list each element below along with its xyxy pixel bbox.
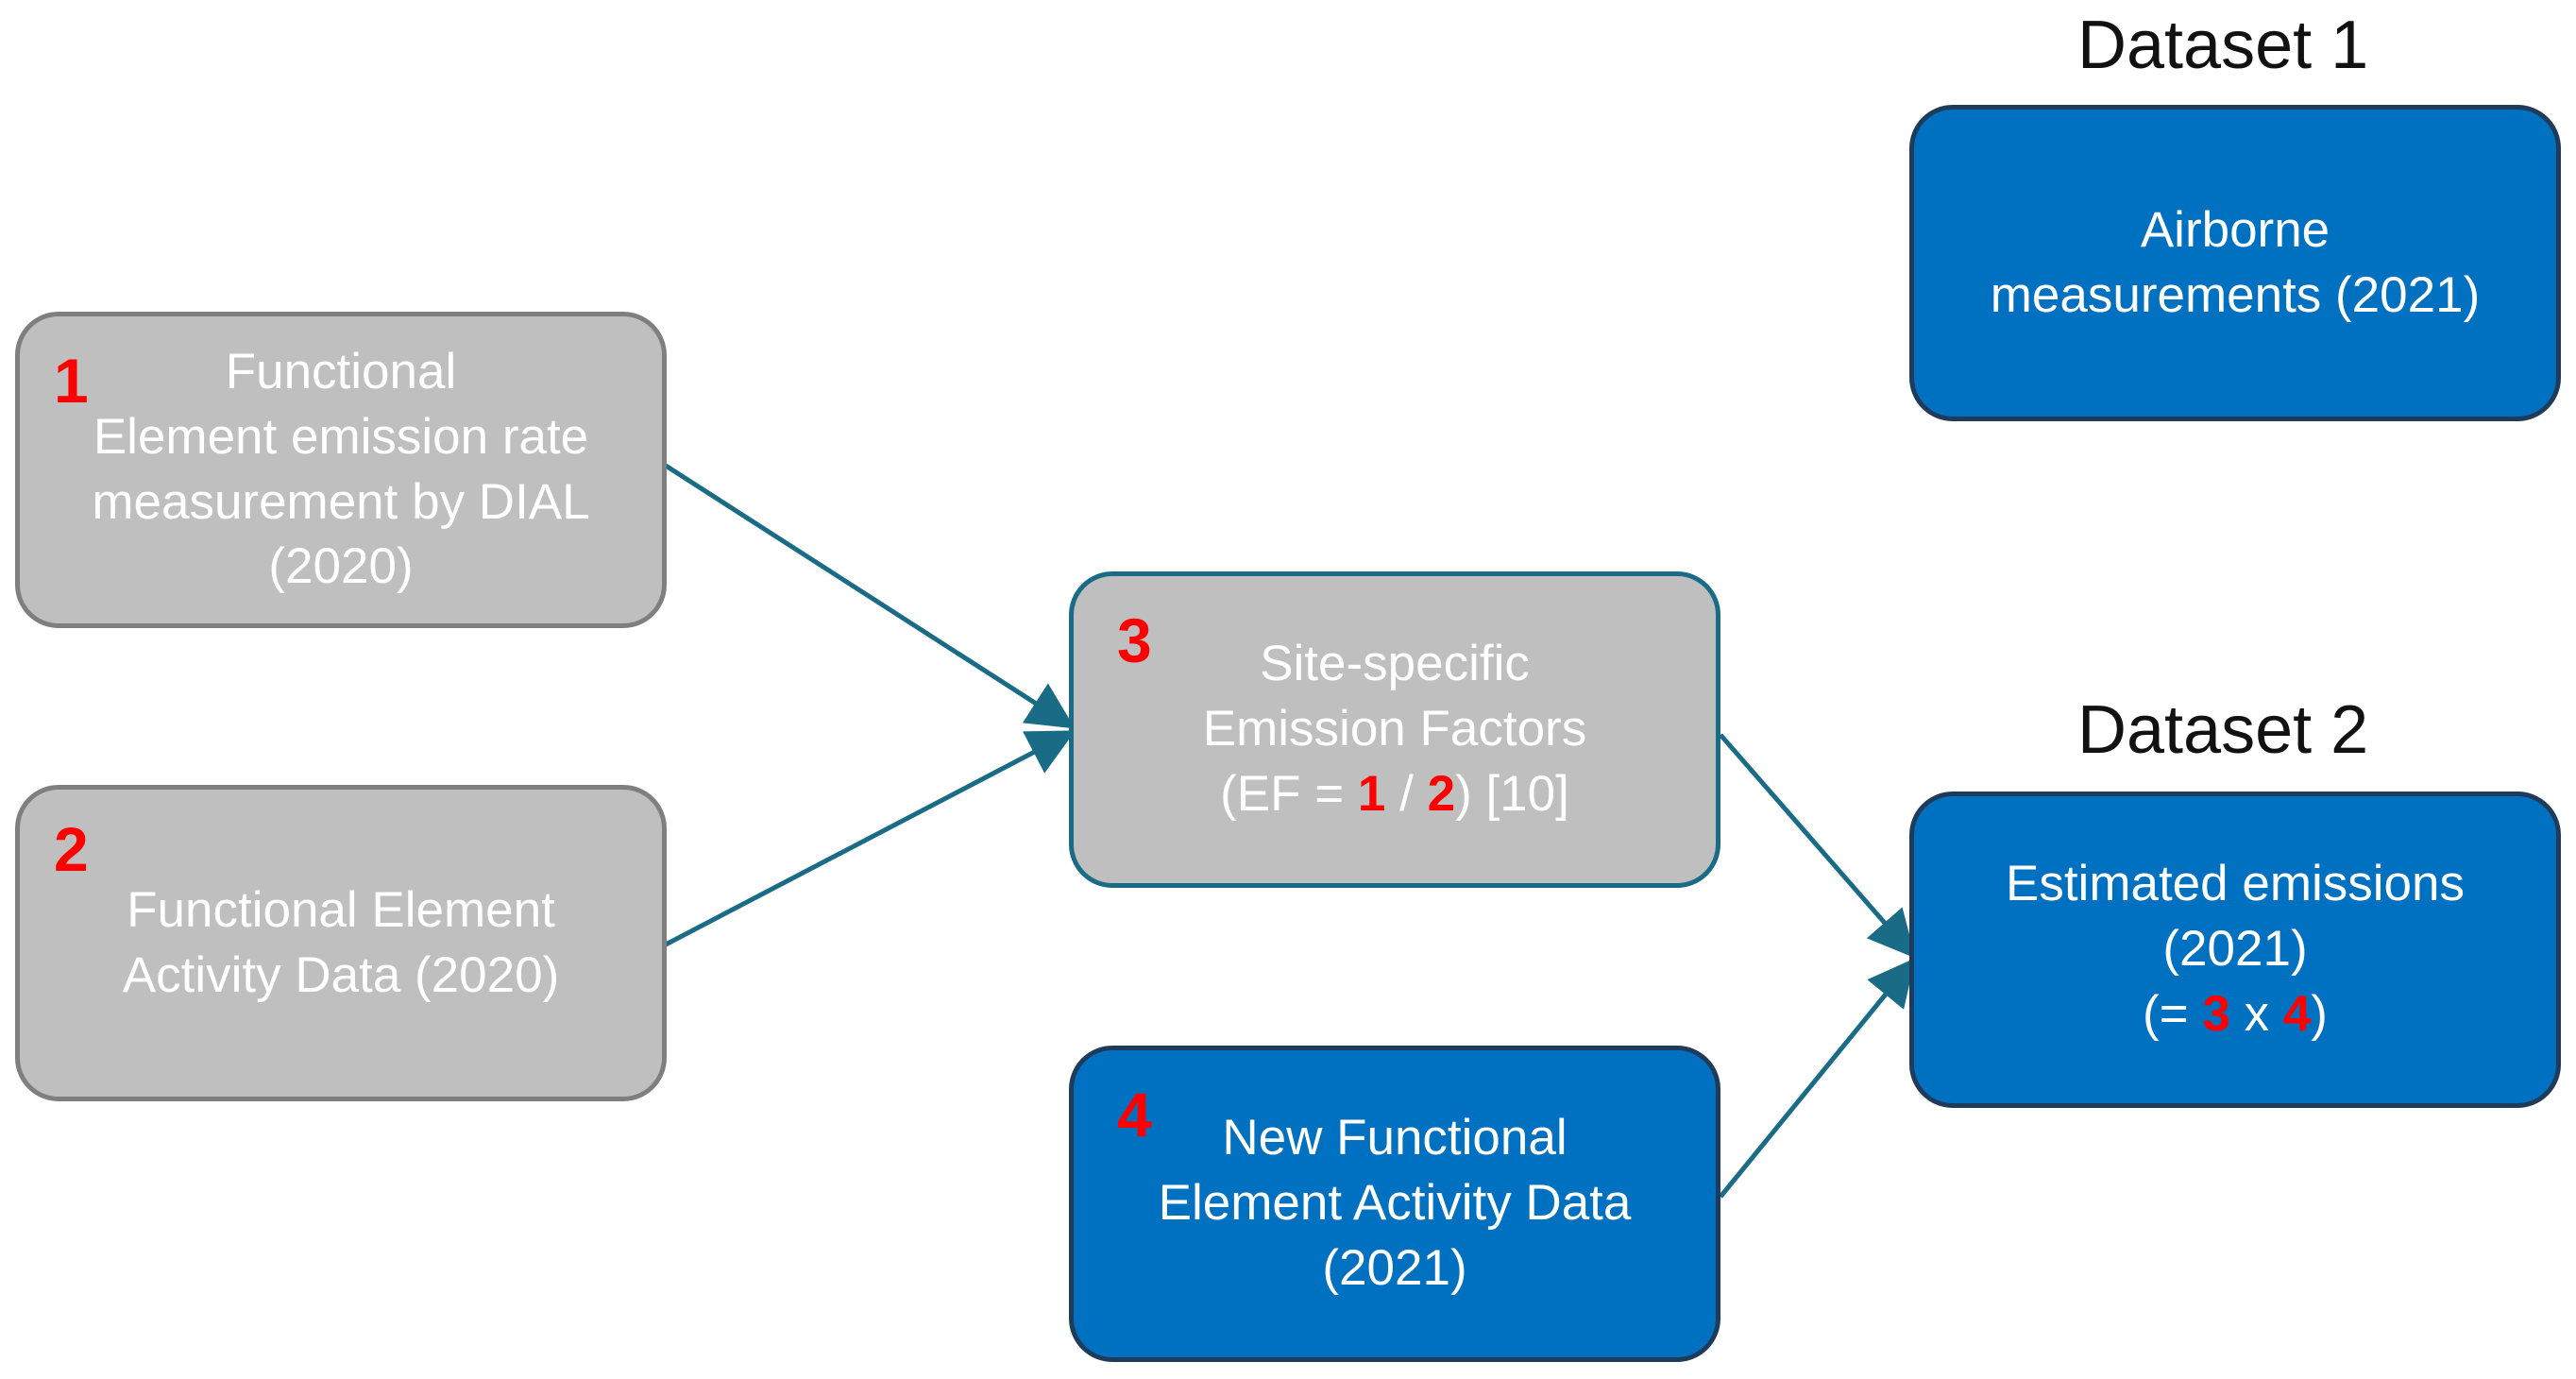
box-4-number: 4 <box>1117 1080 1152 1149</box>
box-2-line-1: Functional Element <box>127 881 555 938</box>
box-2-activity-data-2020: 2 Functional Element Activity Data (2020… <box>15 785 667 1101</box>
box-2-line-2: Activity Data (2020) <box>122 946 560 1003</box>
box-4-new-activity-data: 4 New Functional Element Activity Data (… <box>1069 1046 1720 1362</box>
arrow-1-to-3 <box>664 463 1076 729</box>
airborne-line-1: Airborne <box>2140 201 2330 258</box>
box-1-line-1: Functional <box>225 343 457 400</box>
box-3-formula: (EF = 1 / 2) [10] <box>1220 762 1569 827</box>
box-3-formula-suffix: ) [10] <box>1455 765 1569 822</box>
arrow-3-to-estimated <box>1719 733 1916 959</box>
box-3-line-2: Emission Factors <box>1202 701 1587 758</box>
box-1-line-2: Element emission rate <box>93 408 589 465</box>
dataset-1-heading: Dataset 1 <box>2077 8 2369 83</box>
estimated-line-1: Estimated emissions <box>2005 856 2465 912</box>
estimated-formula-suffix: ) <box>2311 985 2328 1042</box>
box-4-line-3: (2021) <box>1322 1239 1467 1296</box>
estimated-line-2: (2021) <box>2162 921 2308 978</box>
box-2-number: 2 <box>54 814 89 884</box>
estimated-formula-ref-3: 3 <box>2202 985 2230 1042</box>
box-3-line-1: Site-specific <box>1260 636 1530 692</box>
dataset-2-heading: Dataset 2 <box>2077 692 2369 768</box>
box-estimated-emissions: Estimated emissions (2021) (= 3 x 4) <box>1909 792 2561 1108</box>
estimated-formula-ref-4: 4 <box>2282 985 2312 1042</box>
box-airborne-measurements: Airborne measurements (2021) <box>1909 105 2561 421</box>
box-1-dial-measurement: 1 Functional Element emission rate measu… <box>15 312 667 628</box>
box-3-formula-ref-2: 2 <box>1427 765 1456 822</box>
arrow-4-to-estimated <box>1719 958 1916 1199</box>
box-3-number: 3 <box>1117 605 1152 675</box>
airborne-line-2: measurements (2021) <box>1990 266 2481 323</box>
box-4-line-2: Element Activity Data <box>1158 1175 1632 1232</box>
box-3-emission-factors: 3 Site-specific Emission Factors (EF = 1… <box>1069 571 1720 888</box>
box-3-formula-sep: / <box>1385 765 1428 822</box>
box-1-line-4: (2020) <box>268 538 414 595</box>
estimated-formula-prefix: (= <box>2143 985 2203 1042</box>
box-3-formula-prefix: (EF = <box>1220 765 1358 822</box>
estimated-formula: (= 3 x 4) <box>2143 982 2328 1047</box>
arrow-2-to-3 <box>664 730 1076 947</box>
box-1-line-3: measurement by DIAL <box>92 473 590 530</box>
estimated-formula-sep: x <box>2229 985 2283 1042</box>
box-3-formula-ref-1: 1 <box>1357 765 1386 822</box>
box-1-number: 1 <box>54 346 89 416</box>
box-4-line-1: New Functional <box>1222 1110 1568 1166</box>
